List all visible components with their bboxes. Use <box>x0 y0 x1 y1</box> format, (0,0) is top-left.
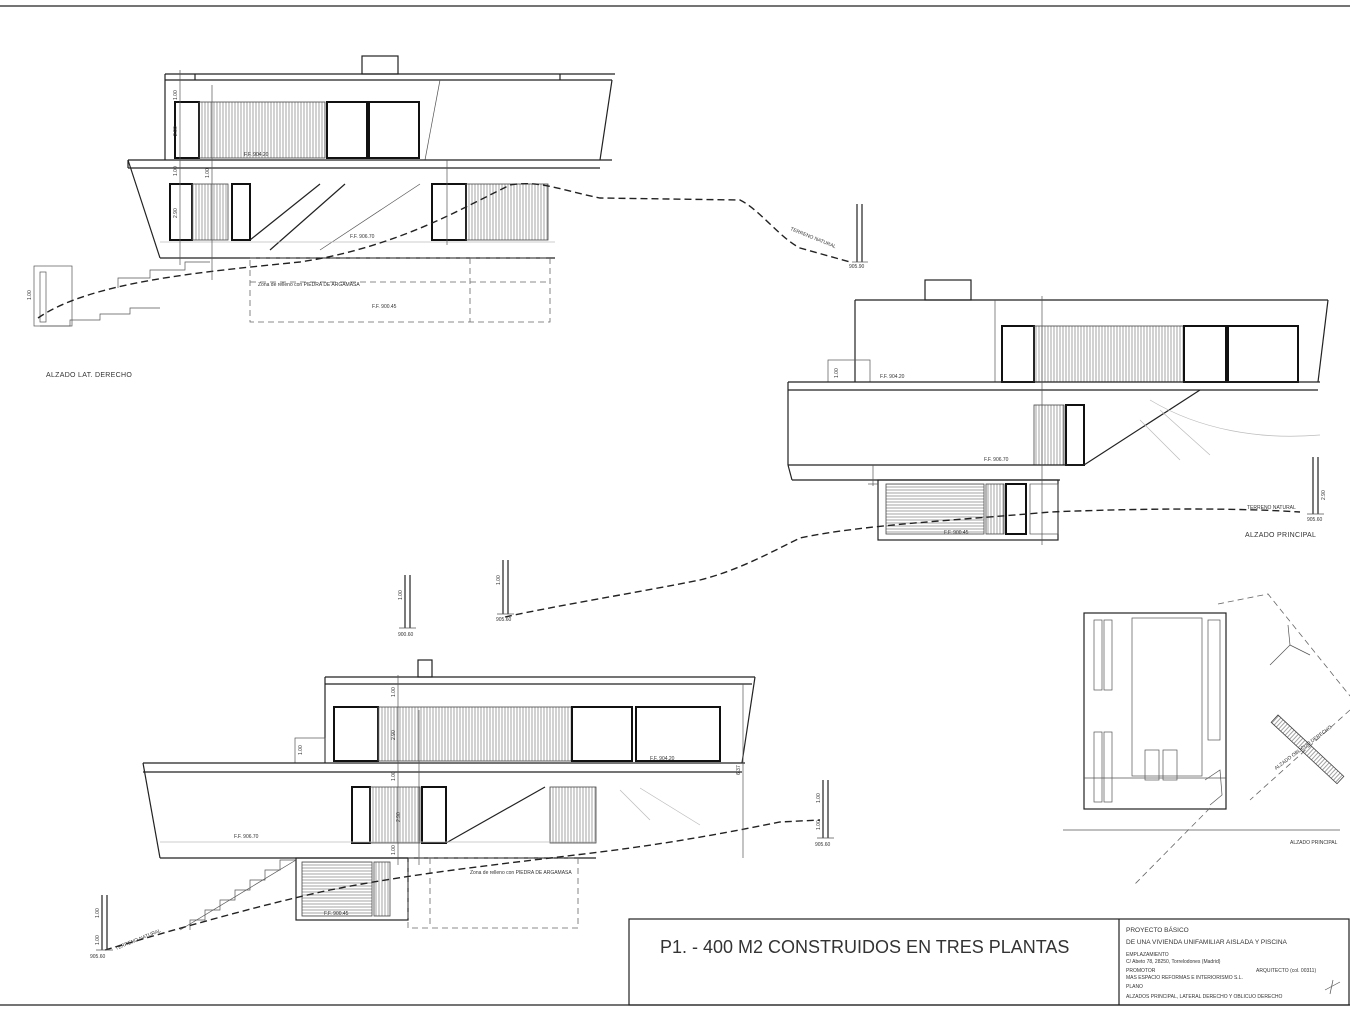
site-plan-key <box>1063 593 1350 887</box>
tb-plano-value: ALZADOS PRINCIPAL, LATERAL DERECHO Y OBL… <box>1126 994 1283 1000</box>
level-l14: 905.60 <box>90 954 106 960</box>
level-l10: 905.60 <box>496 617 512 623</box>
tb-arquitecto-label: ARQUITECTO (col. 00311) <box>1256 968 1316 974</box>
label-alzado-principal: ALZADO PRINCIPAL <box>1245 532 1316 539</box>
dim-b3: 1.00 <box>398 590 404 600</box>
dim-c5: 2.90 <box>396 812 402 822</box>
dim-b4: 1.00 <box>496 575 502 585</box>
elevation-lateral-derecho <box>33 55 868 327</box>
dim-c1: 1.00 <box>391 687 397 697</box>
level-l15: 905.60 <box>815 842 831 848</box>
dim-c9: 1.00 <box>95 935 101 945</box>
dim-c3: 2.90 <box>391 730 397 740</box>
tb-promotor-value: MAS ESPACIO REFORMAS E INTERIORISMO S.L. <box>1126 975 1243 981</box>
level-l4: 905.90 <box>849 264 865 270</box>
dim-b2: 1.00 <box>834 368 840 378</box>
elevation-principal <box>399 279 1329 629</box>
label-terreno-3: TERRENO NATURAL <box>115 928 163 952</box>
title-block-title: P1. - 400 M2 CONSTRUIDOS EN TRES PLANTAS <box>660 937 1069 957</box>
level-l2: F.F. 906.70 <box>350 234 375 240</box>
label-terreno-2: TERRENO NATURAL <box>1247 505 1296 511</box>
dim-c6: 1.00 <box>391 845 397 855</box>
dim-c8: 1.00 <box>95 908 101 918</box>
label-terreno-1: TERRENO NATURAL <box>789 226 837 250</box>
tb-plano-label: PLANO <box>1126 984 1143 990</box>
dim-b1: 2.90 <box>1321 490 1327 500</box>
tb-ubicacion-label: EMPLAZAMIENTO <box>1126 952 1169 958</box>
level-l8: 905.60 <box>1307 517 1323 523</box>
dim-a1: 1.00 <box>173 90 179 100</box>
level-l12: F.F. 906.70 <box>234 834 259 840</box>
note-n1: Zona de relleno con PIEDRA DE ARGAMASA <box>258 282 360 288</box>
dim-c2: 1.00 <box>298 745 304 755</box>
level-l7: F.F. 900.45 <box>944 530 969 536</box>
dim-c4: 1.00 <box>391 771 397 781</box>
title-block <box>628 918 1350 1006</box>
dim-a2: 2.90 <box>173 126 179 136</box>
dim-a3: 1.00 <box>173 166 179 176</box>
dim-c10: 1.00 <box>816 793 822 803</box>
tb-proyecto-label: PROYECTO BÁSICO <box>1126 925 1189 934</box>
note-n2: Zona de relleno con PIEDRA DE ARGAMASA <box>470 870 572 876</box>
level-l11: F.F. 904.20 <box>650 756 675 762</box>
dim-a5: 1.00 <box>205 168 211 178</box>
label-alzado-principal-plan: ALZADO PRINCIPAL <box>1290 840 1338 846</box>
dim-c7: 6.37 <box>736 765 742 775</box>
level-l3: F.F. 900.45 <box>372 304 397 310</box>
dim-a4: 2.90 <box>173 208 179 218</box>
level-l9: 900.60 <box>398 632 414 638</box>
tb-promotor-label: PROMOTOR <box>1126 968 1156 974</box>
signature-mark <box>1324 979 1341 995</box>
dim-a6: 1.00 <box>27 290 33 300</box>
tb-proyecto-value: DE UNA VIVIENDA UNIFAMILIAR AISLADA Y PI… <box>1126 939 1288 946</box>
tb-ubicacion-value: C/ Abeto 78, 28250, Torrelodones (Madrid… <box>1126 959 1221 965</box>
elevation-oblicuo <box>96 659 834 951</box>
level-l1: F.F. 904.20 <box>244 152 269 158</box>
level-l6: F.F. 906.70 <box>984 457 1009 463</box>
level-l13: F.F. 900.45 <box>324 911 349 917</box>
label-alzado-lateral: ALZADO LAT. DERECHO <box>46 372 132 379</box>
level-l5: F.F. 904.20 <box>880 374 905 380</box>
dim-c11: 1.00 <box>816 820 822 830</box>
